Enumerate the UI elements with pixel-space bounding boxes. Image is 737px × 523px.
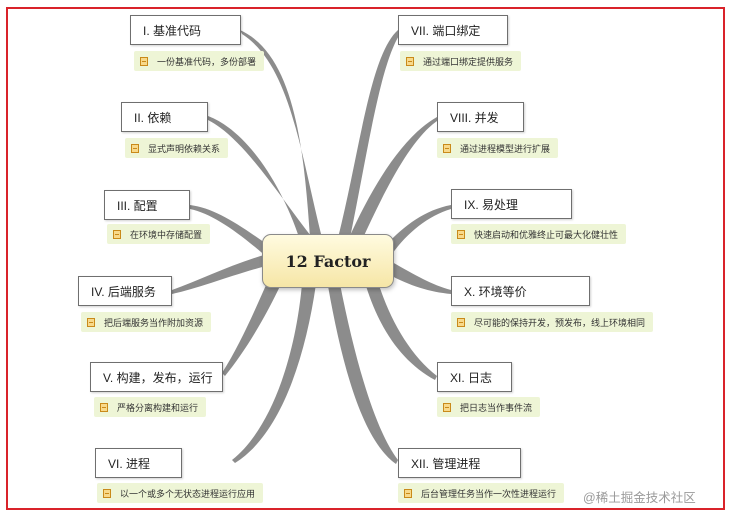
note-factor-8: 通过进程模型进行扩展: [437, 138, 559, 158]
branch-11: [366, 282, 437, 380]
branch-9: [386, 205, 451, 254]
note-text: 通过端口绑定提供服务: [423, 56, 514, 67]
topic-factor-8[interactable]: VIII. 并发: [437, 102, 524, 132]
note-factor-12: 后台管理任务当作一次性进程运行: [398, 483, 565, 503]
note-factor-1: 一份基准代码，多份部署: [134, 51, 265, 71]
note-icon: [457, 317, 465, 327]
note-icon: [131, 143, 139, 153]
branch-4: [172, 255, 266, 294]
note-icon: [103, 488, 111, 498]
note-text: 一份基准代码，多份部署: [157, 56, 257, 67]
note-text: 显式声明依赖关系: [148, 143, 221, 154]
topic-factor-11[interactable]: XI. 日志: [437, 362, 512, 392]
note-text: 尽可能的保持开发，预发布，线上环境相同: [474, 317, 646, 328]
topic-factor-4[interactable]: IV. 后端服务: [78, 276, 172, 306]
branch-2: [208, 116, 314, 240]
note-factor-6: 以一个或多个无状态进程运行应用: [97, 483, 264, 503]
watermark: @稀土掘金技术社区: [583, 491, 696, 505]
note-icon: [443, 402, 451, 412]
note-factor-3: 在环境中存储配置: [107, 224, 211, 244]
note-factor-2: 显式声明依赖关系: [125, 138, 229, 158]
note-factor-11: 把日志当作事件流: [437, 397, 541, 417]
topic-factor-5[interactable]: V. 构建，发布，运行: [90, 362, 223, 392]
branch-10: [388, 262, 451, 294]
branch-5: [222, 276, 282, 376]
note-text: 在环境中存储配置: [130, 229, 203, 240]
topic-factor-3[interactable]: III. 配置: [104, 190, 190, 220]
note-icon: [140, 56, 148, 66]
topic-factor-6[interactable]: VI. 进程: [95, 448, 182, 478]
note-icon: [100, 402, 108, 412]
note-factor-5: 严格分离构建和运行: [94, 397, 207, 417]
note-text: 严格分离构建和运行: [117, 402, 199, 413]
note-icon: [457, 229, 465, 239]
branch-8: [348, 117, 437, 240]
topic-factor-10[interactable]: X. 环境等价: [451, 276, 590, 306]
note-text: 通过进程模型进行扩展: [460, 143, 551, 154]
note-text: 以一个或多个无状态进程运行应用: [120, 488, 256, 499]
note-text: 把后端服务当作附加资源: [104, 317, 204, 328]
topic-factor-12[interactable]: XII. 管理进程: [398, 448, 521, 478]
central-topic[interactable]: 12 Factor: [262, 234, 394, 288]
topic-factor-1[interactable]: I. 基准代码: [130, 15, 241, 45]
note-factor-7: 通过端口绑定提供服务: [400, 51, 522, 71]
note-icon: [87, 317, 95, 327]
note-factor-9: 快速启动和优雅终止可最大化健壮性: [451, 224, 627, 244]
diagram-frame: [6, 7, 725, 510]
branch-6: [232, 284, 316, 463]
branch-1: [240, 30, 322, 238]
branch-12: [328, 284, 398, 464]
note-icon: [406, 56, 414, 66]
topic-factor-9[interactable]: IX. 易处理: [451, 189, 572, 219]
note-icon: [113, 229, 121, 239]
topic-factor-2[interactable]: II. 依赖: [121, 102, 208, 132]
note-text: 把日志当作事件流: [460, 402, 533, 413]
note-factor-10: 尽可能的保持开发，预发布，线上环境相同: [451, 312, 654, 332]
note-icon: [404, 488, 412, 498]
note-icon: [443, 143, 451, 153]
topic-factor-7[interactable]: VII. 端口绑定: [398, 15, 508, 45]
note-text: 后台管理任务当作一次性进程运行: [421, 488, 557, 499]
note-factor-4: 把后端服务当作附加资源: [81, 312, 212, 332]
branch-7: [338, 30, 400, 238]
note-text: 快速启动和优雅终止可最大化健壮性: [474, 229, 619, 240]
